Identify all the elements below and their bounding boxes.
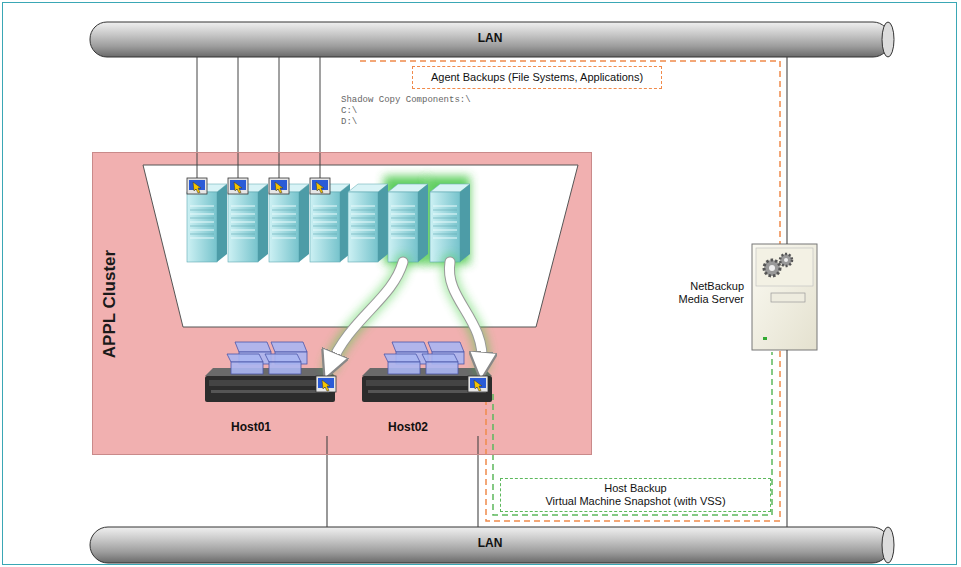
agent-backup-path (360, 61, 780, 521)
media-server-illustration (752, 244, 817, 350)
svg-rect (752, 244, 817, 350)
svg-use (205, 342, 335, 402)
node-label: Agent Backups (File Systems, Application… (421, 71, 653, 84)
svg-ellipse (882, 527, 894, 563)
svg-circle (780, 254, 792, 266)
node-label: NetBackup Media Server (664, 280, 744, 306)
node-label: LAN (478, 31, 503, 45)
node-label: Host01 (231, 420, 271, 434)
svg-path (449, 262, 482, 366)
network-link (477, 436, 478, 527)
node-label: Host02 (388, 420, 428, 434)
vm-pool (143, 165, 578, 327)
svg-rect (90, 22, 890, 57)
svg-rect (384, 176, 428, 264)
snapshot-arrow (330, 262, 482, 366)
svg-use (228, 178, 248, 194)
svg-path (449, 262, 482, 366)
svg-use (310, 178, 330, 194)
svg-rect (763, 337, 767, 340)
svg-use (348, 184, 388, 262)
host-illustration (205, 342, 492, 402)
svg-ellipse (882, 22, 894, 57)
svg-circle (784, 258, 788, 262)
svg-use (269, 184, 309, 262)
svg-rect (90, 527, 890, 563)
svg-use (362, 342, 492, 402)
vm-servers (187, 176, 470, 264)
svg-use (187, 184, 227, 262)
lan-pipe (90, 22, 894, 563)
svg-use (187, 178, 207, 194)
host-backup-path (493, 352, 772, 515)
callout-box: Agent Backups (File Systems, Application… (412, 66, 662, 89)
svg-path (330, 262, 403, 366)
svg-use (269, 178, 289, 194)
note-label: C:\ (341, 106, 357, 117)
svg-path (449, 262, 482, 366)
host-server: Host02 (361, 336, 501, 436)
cluster-ground (92, 152, 592, 455)
svg-use (228, 184, 268, 262)
svg-use (310, 184, 350, 262)
lan-band: LAN (90, 22, 890, 57)
node-label: APPL Cluster (100, 249, 120, 357)
svg-rect (756, 248, 813, 286)
cluster-region: APPL ClusterHost01 Host02 (92, 152, 592, 455)
media-server: NetBackup Media Server (752, 244, 817, 350)
svg-path (330, 262, 403, 366)
note-label: Shadow Copy Components:\ (341, 95, 471, 106)
svg-circle (769, 265, 775, 271)
network-link (786, 57, 787, 244)
svg-rect (426, 176, 470, 264)
note-label: D:\ (341, 117, 357, 128)
agent-icon (316, 376, 488, 392)
svg-rect (771, 293, 805, 302)
node-body: Virtual Machine Snapshot (with VSS) (509, 495, 762, 508)
lan-band: LAN (90, 527, 890, 563)
svg-use (468, 376, 488, 392)
network-link (786, 350, 787, 527)
svg-use (388, 184, 428, 262)
svg-circle (764, 260, 780, 276)
svg-use (430, 184, 470, 262)
svg-path (330, 262, 403, 366)
network-link (326, 436, 327, 527)
node-label: Host Backup (509, 482, 762, 495)
lan-drop (197, 57, 320, 178)
host-server: Host01 (204, 336, 344, 436)
svg-use (316, 376, 336, 392)
agent-icon (187, 178, 330, 194)
callout-box: Host BackupVirtual Machine Snapshot (wit… (500, 478, 771, 512)
node-label: LAN (478, 536, 503, 550)
